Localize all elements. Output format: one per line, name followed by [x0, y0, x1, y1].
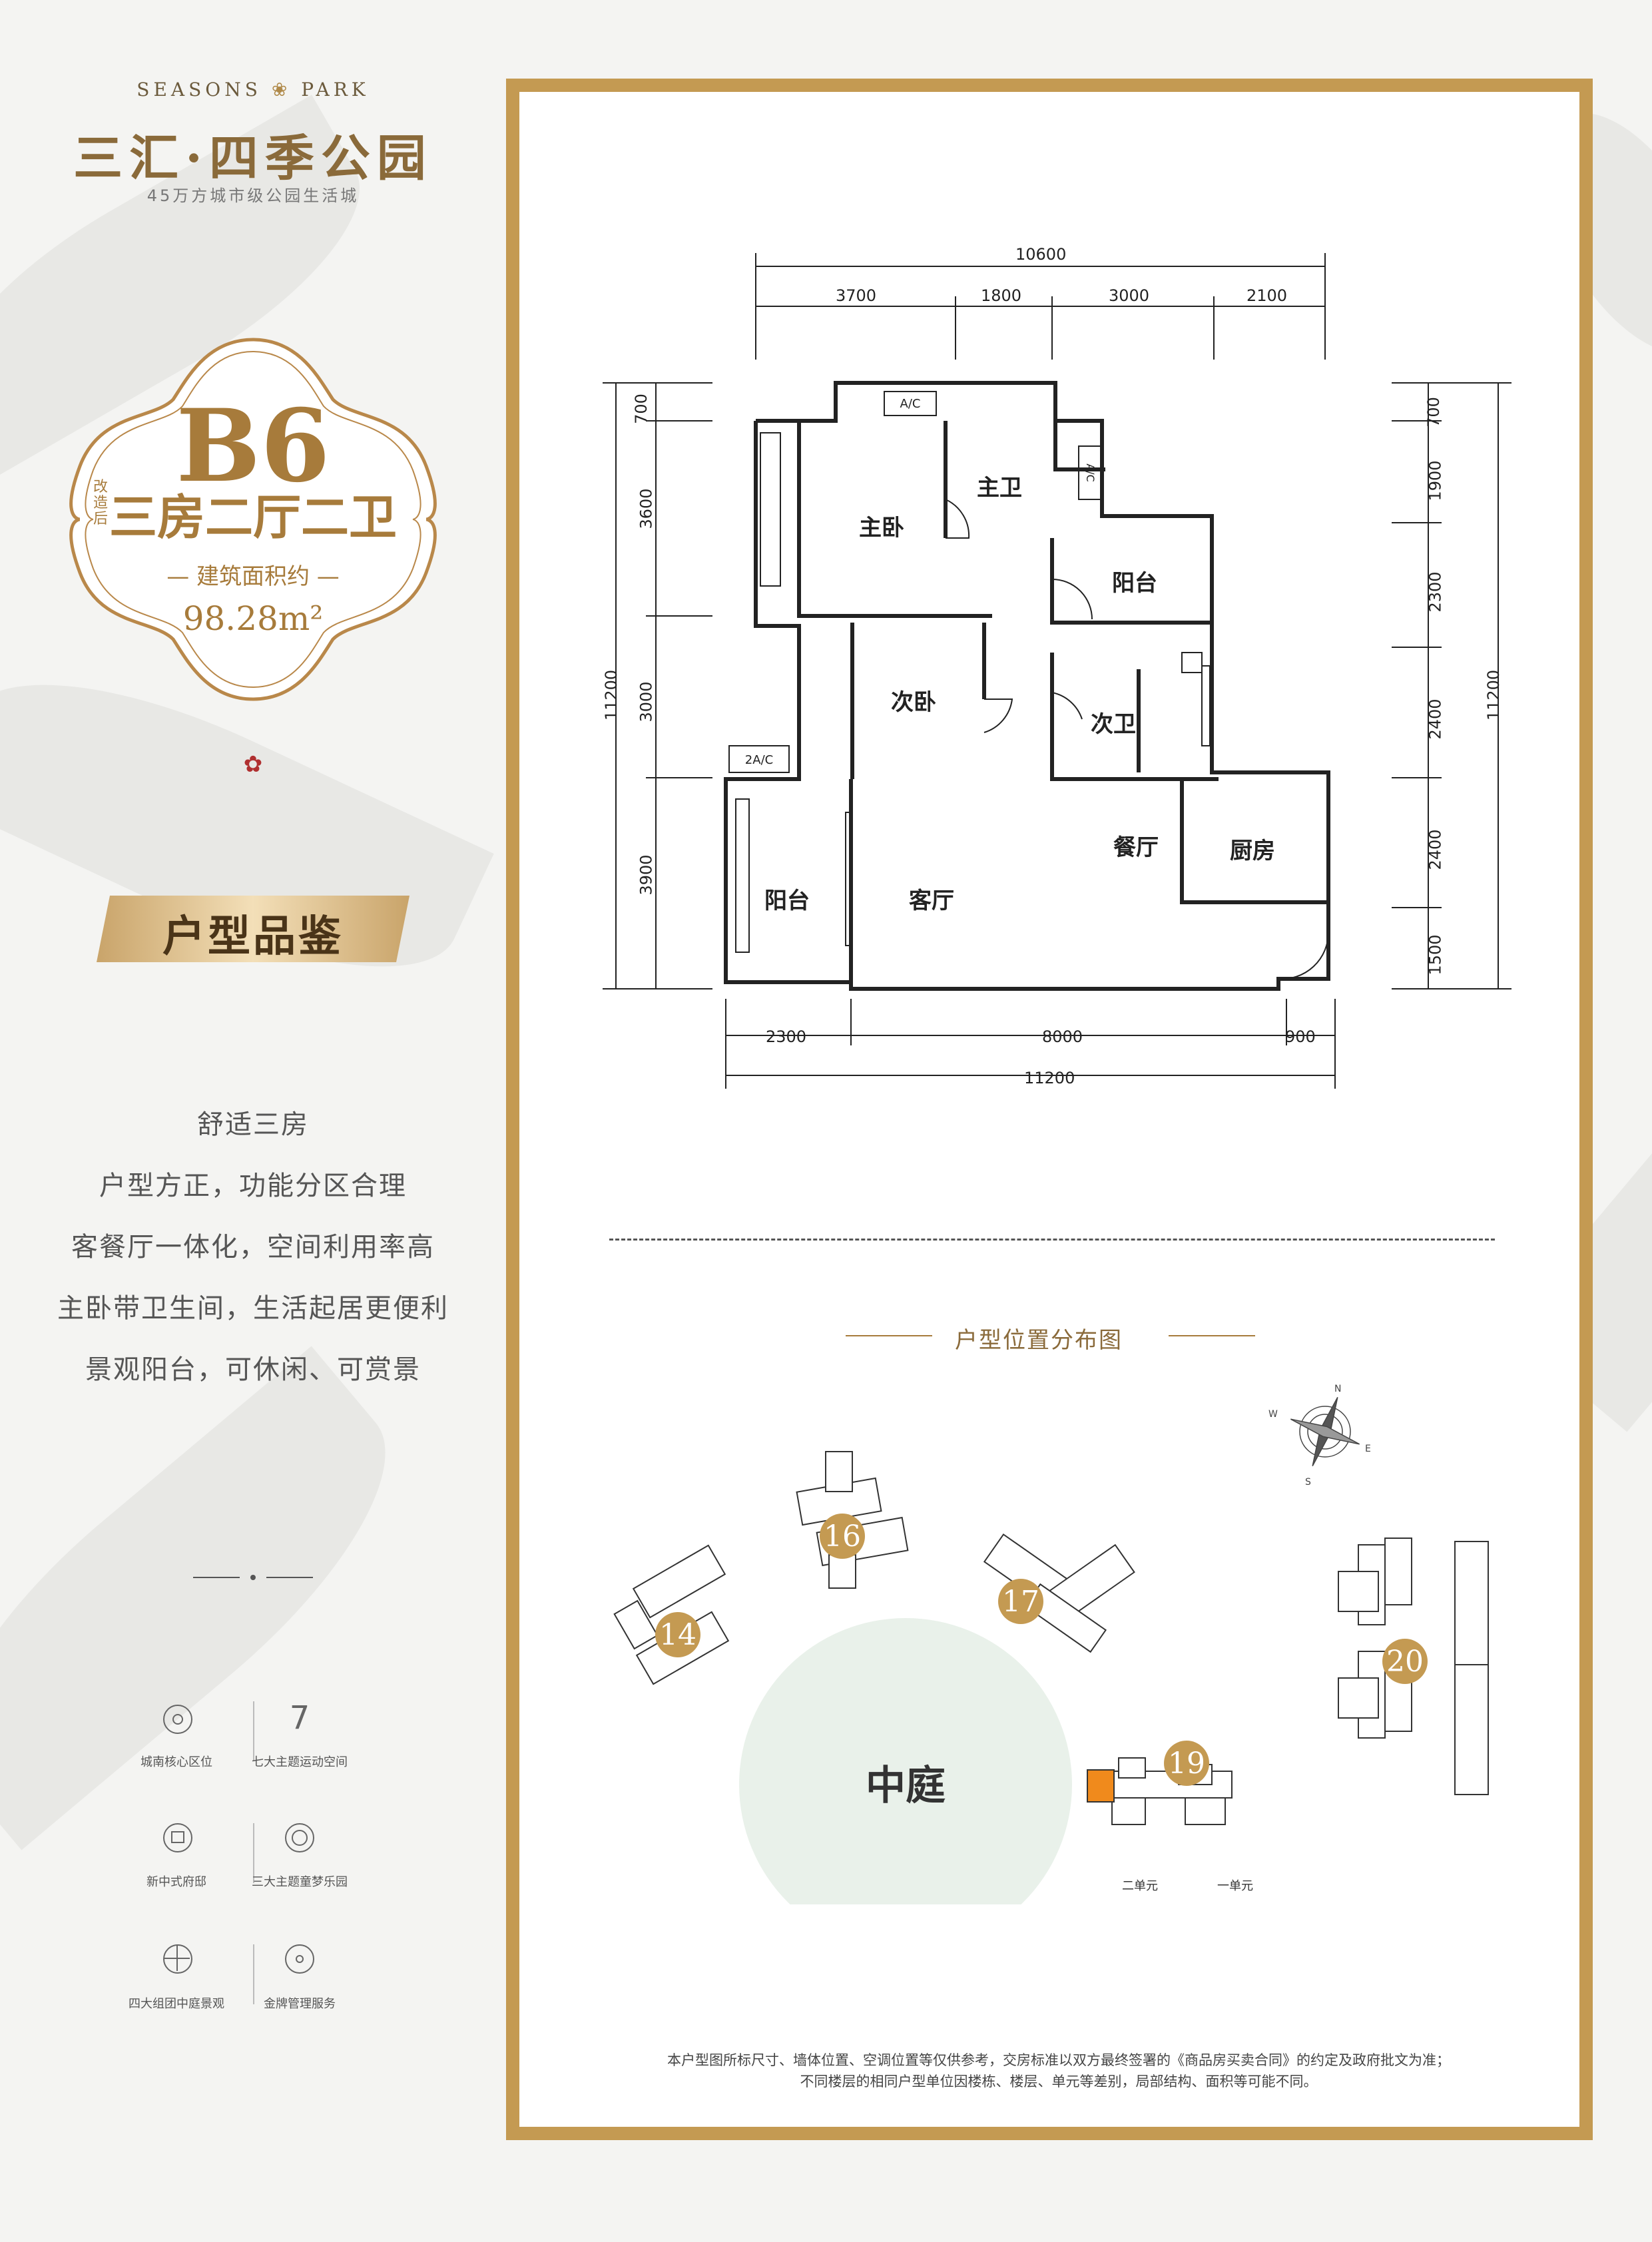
unit-badge [69, 338, 437, 701]
amenity-label: 新中式府邸 [146, 1875, 206, 1889]
dim-top: 3000 [1109, 286, 1150, 305]
amenity-divider [253, 1701, 254, 1761]
unit-code: B6 [176, 388, 330, 505]
dim-bottom: 2300 [766, 1027, 807, 1046]
unit-area: 98.28m² [182, 599, 324, 638]
distribution-title: 户型位置分布图 [955, 1327, 1123, 1354]
dim-bottom: 8000 [1042, 1027, 1083, 1046]
room-second-bath: 次卫 [1091, 711, 1136, 738]
dim-left: 3600 [637, 488, 656, 529]
amenity-divider [253, 1823, 254, 1883]
room-dining: 餐厅 [1113, 834, 1159, 861]
courtyard-label: 中庭 [866, 1763, 946, 1809]
area-label: — 建筑面积约 — [166, 563, 340, 590]
garden-icon [163, 1944, 192, 1974]
dim-bottom: 900 [1285, 1027, 1316, 1046]
building-20: 20 [1386, 1645, 1424, 1679]
amenity-divider [253, 1944, 254, 2004]
building-19: 19 [1168, 1747, 1205, 1781]
dim-right: 1900 [1426, 460, 1445, 501]
dim-top: 2100 [1246, 286, 1288, 305]
dim-left: 3900 [637, 854, 656, 896]
dim-right: 2400 [1426, 699, 1445, 740]
unit-label: 一单元 [1217, 1879, 1253, 1893]
compass-n: N [1334, 1384, 1341, 1394]
ac-label: A/C [900, 397, 921, 411]
section-ribbon [97, 896, 410, 962]
building-16: 16 [824, 1520, 861, 1553]
unit-tag: 改造后 [93, 479, 109, 527]
room-second-bedroom: 次卧 [891, 689, 936, 716]
dim-left: 3000 [637, 681, 656, 722]
highlight-unit [1087, 1769, 1115, 1803]
dim-top-total: 10600 [1015, 245, 1067, 264]
building-14: 14 [659, 1618, 696, 1652]
divider-ornament [193, 1575, 313, 1580]
section-title: 户型品鉴 [162, 912, 344, 962]
amenity-label: 金牌管理服务 [264, 1997, 336, 2011]
site-plan: N E S W [613, 1384, 1489, 1904]
knot-icon: ✿ [243, 751, 263, 778]
amenity-label: 七大主题运动空间 [252, 1755, 348, 1769]
feature-item: 景观阳台，可休闲、可赏景 [85, 1354, 421, 1385]
feature-item: 舒适三房 [197, 1109, 309, 1140]
amenity-label: 城南核心区位 [140, 1755, 212, 1769]
dim-top: 3700 [836, 286, 877, 305]
disclaimer: 本户型图所标尺寸、墙体位置、空调位置等仅供参考，交房标准以双方最终签署的《商品房… [667, 2052, 1450, 2090]
dim-left: 700 [631, 394, 651, 424]
dim-right: 2400 [1426, 829, 1445, 870]
dim-right: 2300 [1426, 571, 1445, 613]
unit-layout: 三房二厅二卫 [109, 489, 397, 545]
feature-item: 户型方正，功能分区合理 [99, 1171, 407, 1201]
dim-right: 1500 [1426, 934, 1445, 976]
title-line [1169, 1335, 1255, 1336]
dim-left-total: 11200 [602, 669, 621, 721]
background-leaf [0, 1346, 440, 1850]
title-line [846, 1335, 932, 1336]
brand-slogan: 45万方城市级公园生活城 [146, 186, 360, 205]
amenity-label: 三大主题童梦乐园 [252, 1875, 348, 1889]
location-icon [163, 1705, 192, 1734]
seven-icon: 7 [289, 1699, 310, 1737]
feature-item: 客餐厅一体化，空间利用率高 [71, 1232, 435, 1262]
compass-w: W [1268, 1409, 1278, 1420]
service-icon [285, 1944, 314, 1974]
dim-right-total: 11200 [1484, 669, 1504, 721]
ac-label: 2A/C [745, 753, 773, 767]
room-balcony-north: 阳台 [1112, 570, 1157, 597]
gate-icon [163, 1823, 192, 1852]
dim-right: 700 [1424, 397, 1443, 427]
ac-label: A/C [1084, 463, 1097, 482]
compass-e: E [1365, 1444, 1371, 1454]
lotus-icon: ❀ [271, 79, 292, 101]
room-master-bedroom: 主卧 [859, 515, 904, 541]
floor-plan: A/C A/C 2A/C [603, 253, 1512, 1089]
room-living: 客厅 [909, 888, 954, 914]
amenity-label: 四大组团中庭景观 [129, 1997, 224, 2011]
dim-bottom-total: 11200 [1024, 1069, 1075, 1087]
playground-icon [285, 1823, 314, 1852]
compass-s: S [1305, 1477, 1311, 1488]
building-17: 17 [1002, 1585, 1039, 1619]
room-balcony-west: 阳台 [764, 888, 810, 914]
unit-label: 二单元 [1122, 1879, 1158, 1893]
room-master-bath: 主卫 [977, 475, 1022, 501]
section-divider [609, 1239, 1495, 1241]
feature-item: 主卧带卫生间，生活起居更便利 [57, 1293, 449, 1324]
brand-english: SEASONS ❀ PARK [137, 79, 370, 101]
brand-name: 三汇·四季公园 [73, 130, 433, 187]
room-kitchen: 厨房 [1230, 838, 1275, 864]
dim-top: 1800 [981, 286, 1022, 305]
